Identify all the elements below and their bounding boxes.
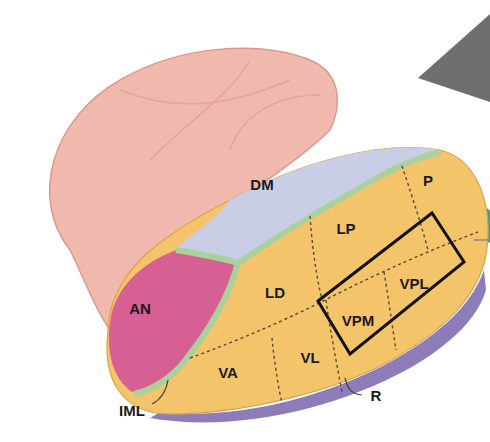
region-label: VPM: [342, 313, 375, 328]
thalamus-body: [107, 148, 488, 414]
region-label: IML: [119, 403, 145, 418]
region-label: VA: [218, 365, 238, 380]
spacer: [420, 156, 448, 240]
highlight-box: [318, 213, 464, 354]
region-label: P: [423, 173, 433, 188]
region-label: AN: [129, 301, 151, 316]
region-label: R: [371, 388, 382, 403]
region-label: VL: [300, 350, 319, 365]
dm-region: [176, 148, 441, 262]
iml-band: [134, 250, 238, 394]
region-label: VPL: [399, 276, 428, 291]
region-label: LD: [265, 285, 285, 300]
leader-line: [152, 380, 168, 404]
iml-band: [238, 152, 440, 263]
region-label: DM: [250, 177, 273, 192]
region-label: LP: [336, 221, 355, 236]
pointer-triangle: [418, 14, 490, 102]
leader-line: [474, 239, 488, 240]
division-lines: [190, 166, 478, 404]
leader-line: [345, 378, 362, 395]
hemisphere-folds: [120, 60, 320, 160]
